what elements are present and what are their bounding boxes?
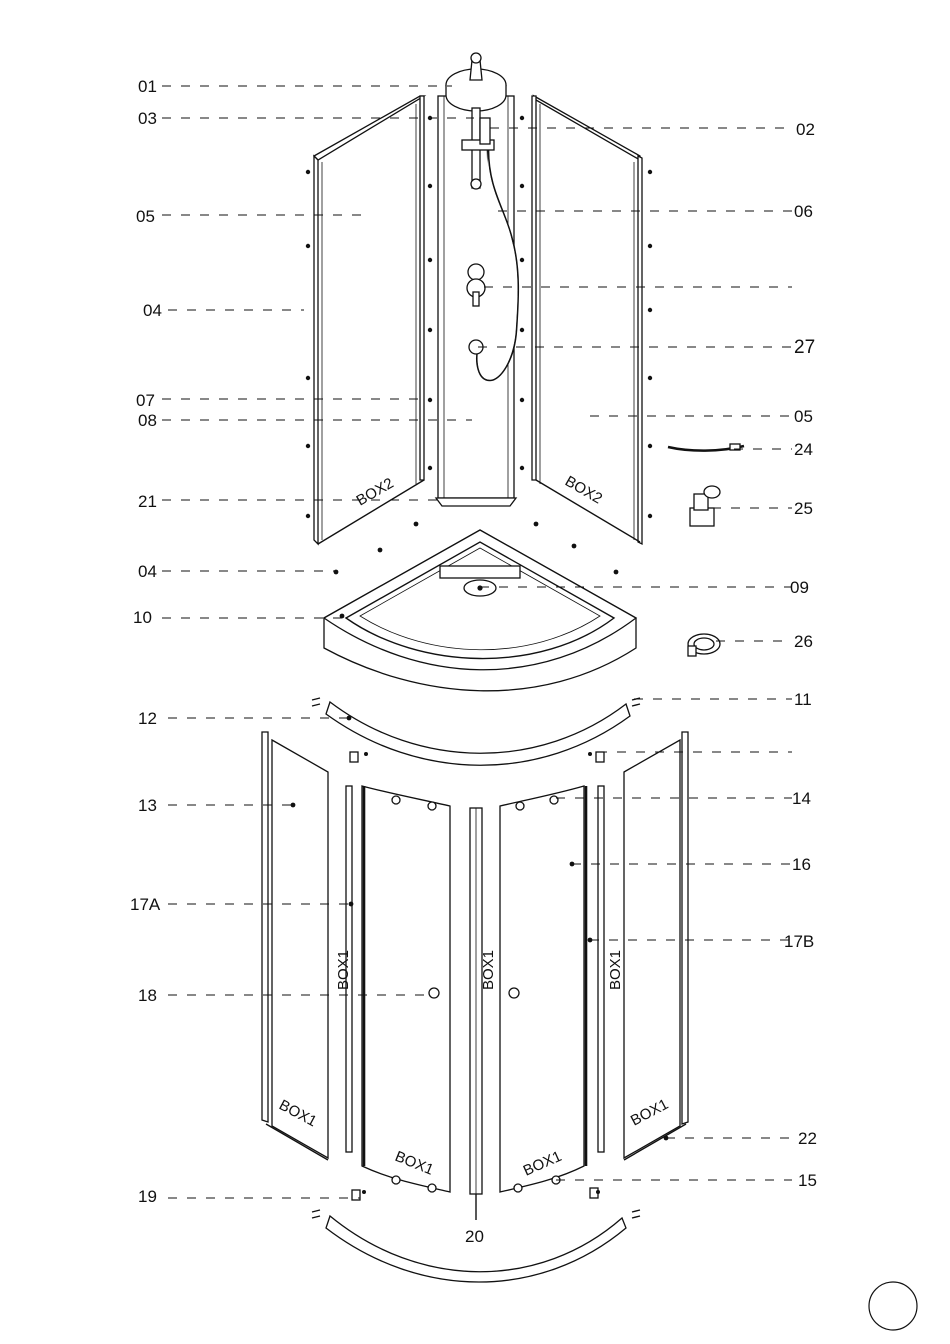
right-back-panel: [532, 96, 642, 544]
top-curved-rail: [326, 702, 630, 765]
callout-16: 16: [792, 855, 811, 874]
callout-11: 11: [794, 690, 812, 709]
callout-14: 14: [792, 789, 811, 808]
callout-01: 01: [138, 77, 157, 96]
shower-head: [446, 53, 506, 111]
callout-13: 13: [138, 796, 157, 815]
callout-06: 06: [794, 202, 813, 221]
callout-04-lower: 04: [138, 562, 157, 581]
callout-17B: 17B: [784, 932, 814, 951]
column-shelf: [436, 498, 516, 506]
bottom-curved-rail: [326, 1216, 626, 1282]
callout-18: 18: [138, 986, 157, 1005]
callout-20: 20: [465, 1227, 484, 1246]
callout-25: 25: [794, 499, 813, 518]
callout-05-left: 05: [136, 207, 155, 226]
callout-19: 19: [138, 1187, 157, 1206]
callout-10: 10: [133, 608, 152, 627]
waste-fitting-part: [690, 486, 720, 526]
box2-right-mark: BOX2: [562, 473, 605, 508]
callout-02: 02: [796, 120, 815, 139]
callout-22: 22: [798, 1129, 817, 1148]
callout-17A: 17A: [130, 895, 161, 914]
box1-right-profile-mark: BOX1: [607, 950, 624, 990]
box1-center-mark: BOX1: [480, 950, 497, 990]
callout-12: 12: [138, 709, 157, 728]
callout-26: 26: [794, 632, 813, 651]
box2-left-mark: BOX2: [354, 475, 397, 510]
page-number-circle: [869, 1282, 917, 1330]
left-sliding-door: [362, 786, 450, 1192]
shower-tray: [324, 530, 636, 691]
callout-03: 03: [138, 109, 157, 128]
callout-09: 09: [790, 578, 809, 597]
callout-07: 07: [136, 391, 155, 410]
callout-27: 27: [794, 337, 815, 358]
left-back-panel: [314, 96, 424, 544]
callout-08: 08: [138, 411, 157, 430]
right-fixed-panel: [624, 732, 688, 1160]
callout-15: 15: [798, 1171, 817, 1190]
box1-left-profile-mark: BOX1: [335, 950, 352, 990]
center-magnet-profile: [470, 808, 482, 1220]
right-sliding-door: [500, 786, 586, 1192]
left-fixed-panel: [262, 732, 328, 1160]
callout-21: 21: [138, 492, 157, 511]
right-wall-profile: [588, 786, 604, 1152]
callout-05-right: 05: [794, 407, 813, 426]
callout-24: 24: [794, 440, 813, 459]
callout-04-upper: 04: [143, 301, 162, 320]
pipe-clamp-part: [688, 634, 720, 656]
